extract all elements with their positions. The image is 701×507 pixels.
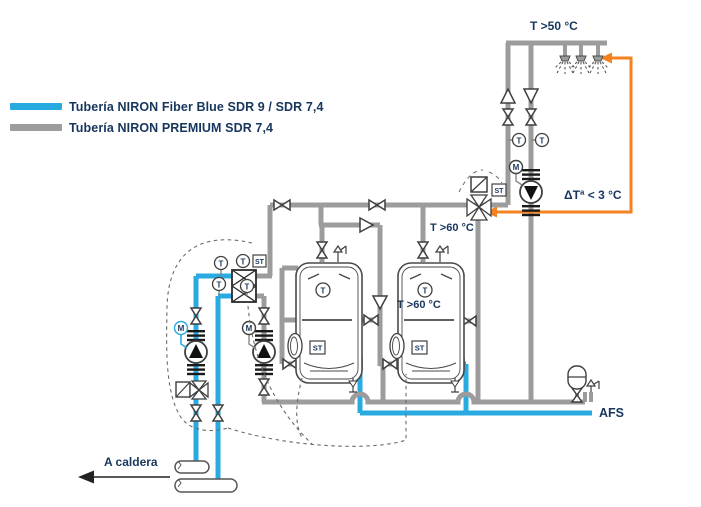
label-top-temperature: T >50 °C (530, 19, 578, 33)
label-cold-water-afs: AFS (599, 406, 624, 420)
t-sensor: T (239, 278, 255, 296)
valve (368, 198, 386, 212)
safety-valve (434, 244, 449, 262)
label-tank-supply-temp: T >60 °C (430, 222, 474, 234)
valve (282, 357, 298, 371)
flex (255, 330, 273, 342)
valve (524, 108, 538, 126)
recirculation-pump (519, 180, 543, 204)
primary-pump (184, 340, 208, 364)
shutoff-valves (189, 108, 584, 422)
t-sensor: T (211, 276, 227, 296)
shower-head (586, 55, 610, 74)
check-valve-down (522, 88, 540, 105)
safety-valve (585, 378, 600, 392)
svg-text:T: T (219, 260, 224, 269)
flex (187, 364, 205, 376)
t-sensor: T (531, 132, 550, 148)
t-sensor: T (213, 255, 229, 276)
valve (363, 313, 379, 327)
flex (522, 169, 540, 181)
flex (522, 205, 540, 217)
expansion-vessel (567, 365, 587, 390)
mixing-valve: ST (458, 169, 507, 221)
secondary-pump (252, 340, 276, 364)
control-wiring (166, 239, 407, 447)
valve (211, 404, 225, 422)
valve (416, 241, 430, 259)
valve (257, 307, 271, 325)
tank-thermometer: T (423, 287, 428, 296)
svg-text:T: T (245, 283, 250, 292)
temperature-sensors: T T T T T T ST (211, 132, 550, 296)
safety-valve (332, 244, 347, 262)
t-sensor: T (508, 132, 527, 148)
motor-label: M (246, 324, 253, 333)
st-label: ST (313, 344, 323, 353)
storage-tank-left: T ST (287, 244, 363, 393)
check-valve-up (499, 87, 517, 104)
valve (315, 241, 329, 259)
st-sensor: ST (252, 254, 267, 268)
valve (501, 108, 515, 126)
arrow-to-showers (600, 52, 612, 64)
pumps (184, 180, 543, 364)
legend-item-premium: Tubería NIRON PREMIUM SDR 7,4 (10, 117, 324, 138)
legend-swatch-premium (10, 124, 62, 131)
svg-text:ST: ST (255, 259, 265, 266)
svg-text:T: T (540, 137, 545, 146)
flex (255, 364, 273, 376)
svg-text:T: T (241, 258, 246, 267)
legend-label: Tubería NIRON Fiber Blue SDR 9 / SDR 7,4 (69, 99, 324, 114)
st-label: ST (415, 344, 425, 353)
legend-label: Tubería NIRON PREMIUM SDR 7,4 (69, 120, 274, 135)
label-delta-temperature: ΔTª < 3 °C (564, 188, 622, 202)
to-boiler-arrow (78, 470, 170, 484)
valve (257, 378, 271, 396)
storage-tank-right: T ST (389, 244, 465, 393)
valve (189, 404, 203, 422)
valve (189, 307, 203, 325)
flex (187, 330, 205, 342)
check-valve-down (371, 295, 389, 311)
pump-motors: M M M (173, 159, 524, 349)
t-sensor: T (235, 253, 251, 269)
shower-heads (553, 55, 610, 74)
st-label: ST (495, 188, 505, 195)
valve (570, 387, 584, 403)
svg-text:T: T (517, 137, 522, 146)
shower-head (553, 55, 577, 74)
legend-item-fiber-blue: Tubería NIRON Fiber Blue SDR 9 / SDR 7,4 (10, 96, 324, 117)
check-valve-right (359, 216, 375, 234)
shower-head (569, 55, 593, 74)
legend: Tubería NIRON Fiber Blue SDR 9 / SDR 7,4… (10, 96, 324, 138)
recirculation-main-with-bridges (262, 391, 585, 405)
valve (382, 357, 398, 371)
motor-label: M (178, 324, 185, 333)
svg-text:T: T (217, 281, 222, 290)
primary-3way-valve (175, 380, 209, 400)
motor-label: M (513, 163, 520, 172)
legend-swatch-fiber-blue (10, 103, 62, 110)
tank-thermometer: T (321, 287, 326, 296)
label-tank-inner-temp: T >60 °C (397, 299, 441, 311)
actuator-dashed-arc (458, 169, 484, 193)
label-to-boiler: A caldera (104, 455, 158, 469)
boiler-stubs (174, 460, 238, 493)
check-valves (359, 87, 540, 311)
valve (273, 198, 291, 212)
